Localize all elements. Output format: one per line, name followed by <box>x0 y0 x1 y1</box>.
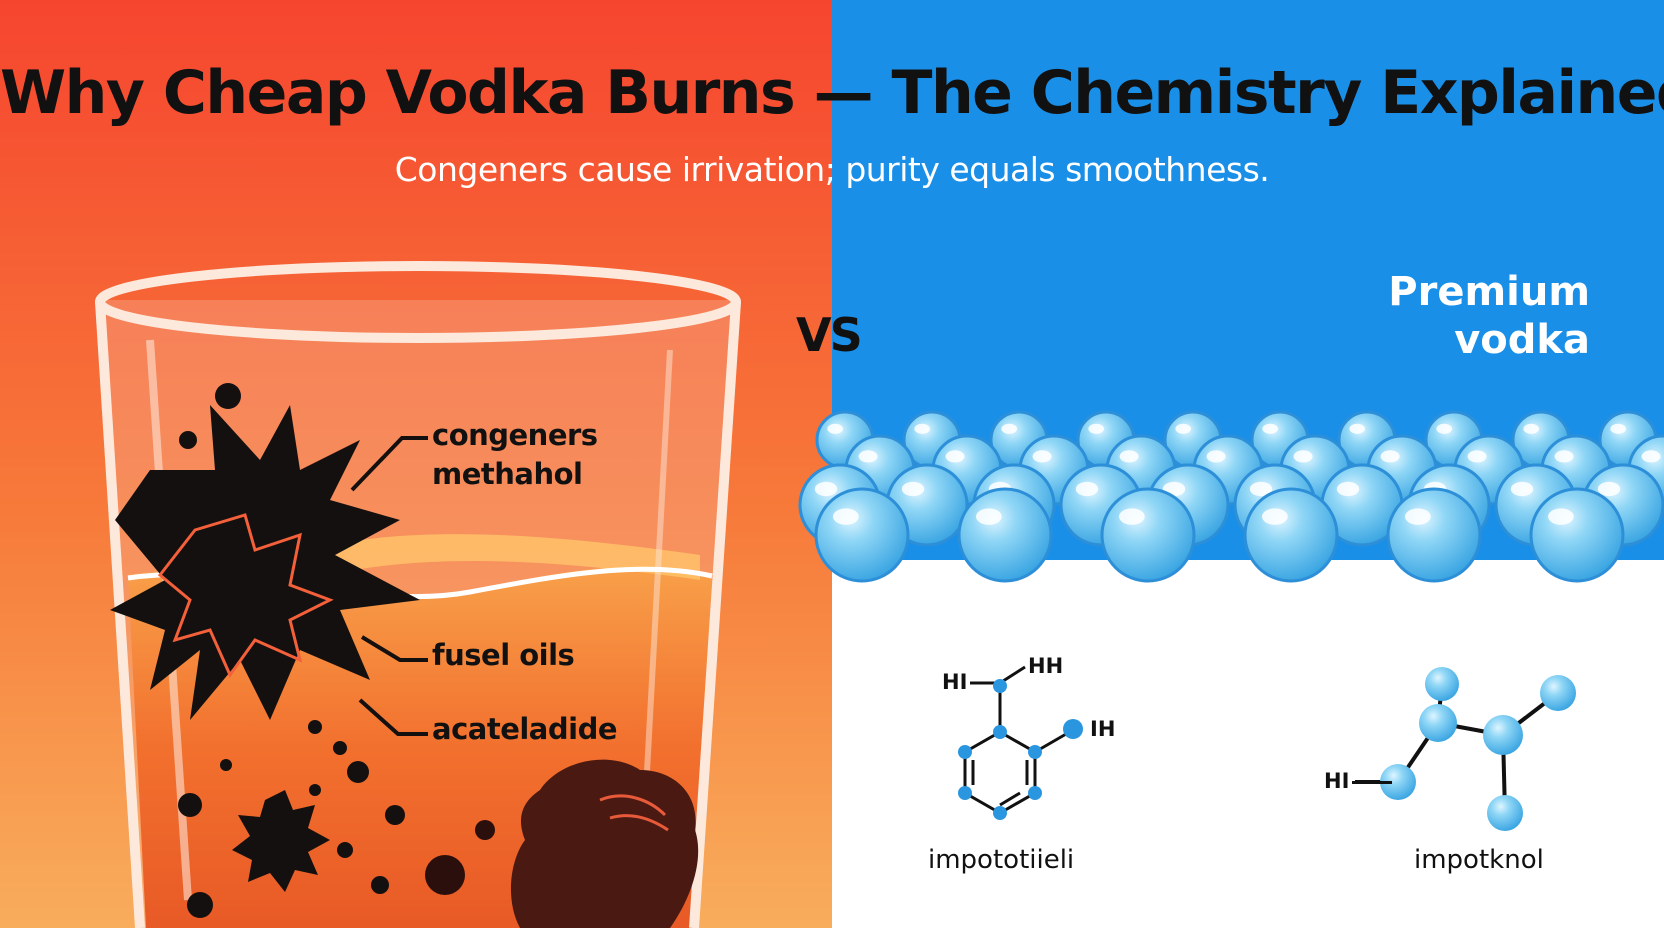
bubble-highlight <box>901 481 925 497</box>
impurity-blob-large <box>110 405 420 720</box>
bubble-highlight <box>1293 450 1313 463</box>
label-methanol: methahol <box>432 457 583 491</box>
molecule-left-atoms <box>958 679 1083 820</box>
atom-label-ih: IH <box>1090 717 1116 741</box>
bubble-highlight <box>1262 423 1279 434</box>
label-fusel-oils: fusel oils <box>432 638 575 672</box>
bubble-highlight <box>827 423 844 434</box>
bubble-highlight <box>945 450 965 463</box>
bubble-highlight <box>1119 508 1145 525</box>
bubble-highlight <box>833 508 859 525</box>
bubble-highlight <box>1075 481 1099 497</box>
bubble-highlight <box>1610 423 1627 434</box>
bubble-highlight <box>1175 423 1192 434</box>
bubble <box>1243 487 1339 583</box>
molecule-left-name: impototiieli <box>928 845 1075 875</box>
molecule-right-atoms <box>1380 667 1576 831</box>
leader-fusel <box>360 635 428 662</box>
versus-label: VS <box>796 308 863 362</box>
bubble-highlight <box>1597 481 1621 497</box>
bubble-highlight <box>1032 450 1052 463</box>
label-congeners: congeners <box>432 418 598 452</box>
bubble-highlight <box>1405 508 1431 525</box>
bond-hi-right <box>1352 781 1392 784</box>
bubble-highlight <box>1001 423 1018 434</box>
impurity-clump <box>510 759 699 928</box>
molecule-right-name: impotknol <box>1414 845 1544 875</box>
bubble-highlight <box>1336 481 1360 497</box>
glass-left-wall <box>95 301 145 928</box>
bubble-highlight <box>1467 450 1487 463</box>
bubble-highlight <box>976 508 1002 525</box>
bubble-highlight <box>1641 450 1661 463</box>
impurity-blob-small <box>232 790 330 892</box>
impurity-dots <box>178 383 495 918</box>
page-title: Why Cheap Vodka Burns — The Chemistry Ex… <box>0 58 1664 128</box>
right-panel-white-area <box>832 560 1664 928</box>
atom-label-hh: HH <box>1028 654 1064 678</box>
bubble <box>1386 487 1482 583</box>
pure-ethanol-bubbles <box>798 410 1664 583</box>
bubble-highlight <box>1554 450 1574 463</box>
atom-label-hi: HI <box>942 670 968 694</box>
bubble-highlight <box>1548 508 1574 525</box>
bubble-highlight <box>1380 450 1400 463</box>
atom-label-hi-right: HI <box>1324 769 1350 793</box>
bubble-highlight <box>1206 450 1226 463</box>
bubble <box>1100 487 1196 583</box>
bubble-highlight <box>1262 508 1288 525</box>
bubble-highlight <box>1510 481 1534 497</box>
molecule-left-inner-bonds <box>971 760 1029 807</box>
bubble <box>957 487 1053 583</box>
label-acetaldehyde: acateladide <box>432 712 618 746</box>
leader-acetaldehyde <box>358 698 428 736</box>
glass-right-wall <box>689 301 741 928</box>
bubble-highlight <box>1249 481 1273 497</box>
bubble <box>814 487 910 583</box>
bubble-highlight <box>1436 423 1453 434</box>
bubble-highlight <box>1119 450 1139 463</box>
bubble-highlight <box>814 481 838 497</box>
bubble <box>1529 487 1625 583</box>
bubble-highlight <box>914 423 931 434</box>
bubble-highlight <box>1523 423 1540 434</box>
premium-vodka-label: Premium vodka <box>1388 269 1590 363</box>
leader-congeners <box>350 436 428 492</box>
label-leader-lines <box>350 436 428 736</box>
bubble-highlight <box>1088 423 1105 434</box>
bubble-highlight <box>1349 423 1366 434</box>
bubble-highlight <box>858 450 878 463</box>
page-subtitle: Congeners cause irrivation; purity equal… <box>394 150 1270 189</box>
